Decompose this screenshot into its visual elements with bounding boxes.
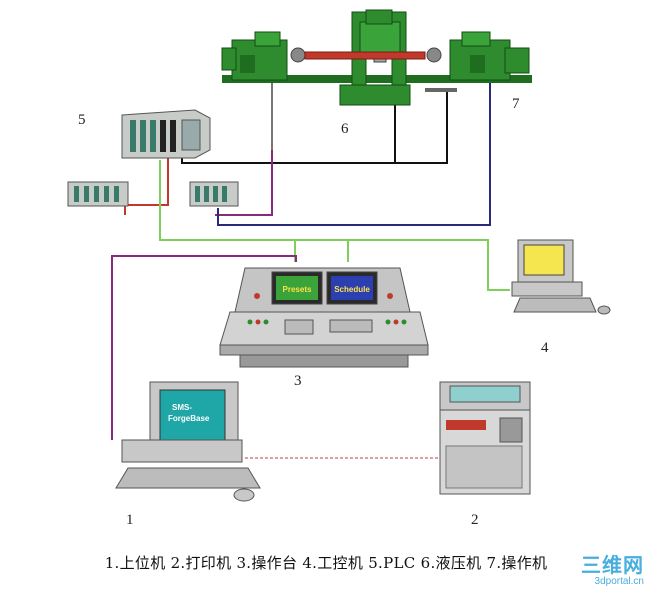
left-manipulator: [221, 31, 306, 81]
connection-wires: [111, 80, 510, 459]
wire-navy-manip-io: [217, 82, 491, 226]
figure-caption: 1.上位机 2.打印机 3.操作台 4.工控机 5.PLC 6.液压机 7.操作…: [104, 554, 548, 572]
wire-red-plc-io: [124, 150, 169, 215]
remote-io-left: [67, 181, 129, 207]
remote-io-right: [189, 181, 239, 207]
hydraulic-press-line: [221, 9, 532, 106]
label-manipulator: 7: [512, 96, 520, 112]
watermark-sub: 3dportal.cn: [594, 576, 644, 587]
press-pipe: [425, 88, 457, 92]
workpiece-bar: [304, 51, 426, 60]
industrial-pc: [511, 239, 611, 315]
right-manipulator: [426, 31, 530, 81]
operator-console: Presets Schedule: [219, 267, 429, 368]
wire-green-bus: [159, 160, 510, 291]
printer: [439, 381, 531, 495]
label-console: 3: [294, 373, 302, 389]
label-printer: 2: [471, 512, 479, 528]
label-ipc: 4: [541, 340, 549, 356]
label-press: 6: [341, 121, 349, 137]
label-plc: 5: [78, 112, 86, 128]
host-pc: SMS- ForgeBase: [115, 381, 261, 502]
console-screen-left-text: Presets: [283, 285, 312, 294]
console-screen-right-text: Schedule: [334, 285, 370, 294]
host-screen-line1: SMS-: [172, 403, 192, 412]
plc-cabinet: [121, 109, 211, 159]
watermark-main: 三维网: [581, 555, 644, 577]
watermark: 三维网 3dportal.cn: [581, 556, 644, 587]
host-screen-line2: ForgeBase: [168, 414, 210, 423]
press-base: [222, 75, 532, 83]
wire-purple-host: [111, 255, 297, 440]
label-host-pc: 1: [126, 512, 134, 528]
wire-purple-manip-io: [215, 150, 273, 216]
